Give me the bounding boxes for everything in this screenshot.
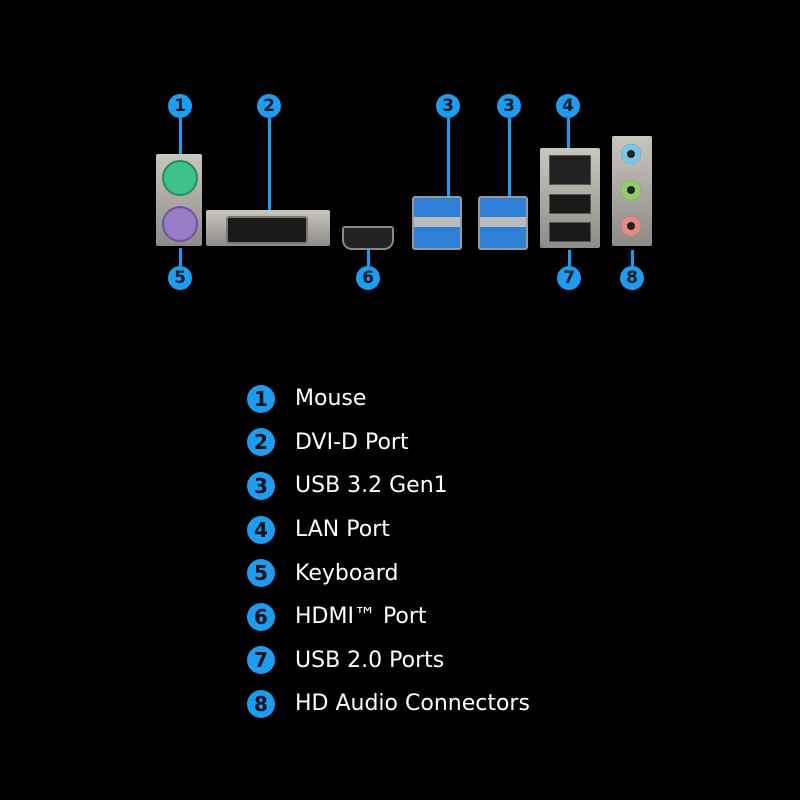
usb2-port-bottom xyxy=(549,222,591,242)
legend-item: 8 HD Audio Connectors xyxy=(247,682,530,726)
legend-label: HD Audio Connectors xyxy=(295,691,530,717)
usb3-port-stack-b xyxy=(478,196,528,250)
legend-item: 6 HDMI™ Port xyxy=(247,595,530,639)
legend-badge: 2 xyxy=(247,428,275,457)
legend-item: 2 DVI-D Port xyxy=(247,421,530,465)
legend-label: HDMI™ Port xyxy=(295,604,427,630)
callout-8: 8 xyxy=(620,266,644,290)
callout-2: 2 xyxy=(257,94,281,118)
callout-5: 5 xyxy=(168,266,192,290)
audio-line-in-jack xyxy=(621,144,641,164)
legend-label: DVI-D Port xyxy=(295,429,409,455)
callout-7: 7 xyxy=(557,266,581,290)
legend-badge: 4 xyxy=(247,515,275,544)
legend-badge: 7 xyxy=(247,646,275,675)
callout-6: 6 xyxy=(356,266,380,290)
callout-line-1 xyxy=(179,118,182,154)
legend-badge: 1 xyxy=(247,384,275,413)
audio-mic-jack xyxy=(621,216,641,236)
legend-label: USB 2.0 Ports xyxy=(295,647,445,673)
usb3-port-stack-a xyxy=(412,196,462,250)
legend-label: LAN Port xyxy=(295,517,390,543)
usb2-port-top xyxy=(549,194,591,214)
legend-badge: 5 xyxy=(247,559,275,588)
legend-label: Mouse xyxy=(295,386,367,412)
legend-badge: 3 xyxy=(247,471,275,500)
legend-item: 3 USB 3.2 Gen1 xyxy=(247,464,530,508)
callout-line-2 xyxy=(268,118,271,210)
legend-item: 7 USB 2.0 Ports xyxy=(247,639,530,683)
callout-line-3a xyxy=(447,118,450,196)
lan-port xyxy=(549,155,591,185)
legend-item: 1 Mouse xyxy=(247,377,530,421)
callout-line-4 xyxy=(567,118,570,148)
hdmi-port xyxy=(342,226,394,250)
audio-line-out-jack xyxy=(621,180,641,200)
callout-line-8 xyxy=(631,250,634,266)
legend-badge: 6 xyxy=(247,602,275,631)
callout-3a: 3 xyxy=(436,94,460,118)
legend-label: USB 3.2 Gen1 xyxy=(295,473,448,499)
ps2-mouse-port xyxy=(162,160,198,196)
callout-line-7 xyxy=(568,250,571,266)
legend-item: 5 Keyboard xyxy=(247,551,530,595)
dvi-d-port xyxy=(226,216,308,244)
callout-line-6 xyxy=(367,250,370,266)
ps2-keyboard-port xyxy=(162,206,198,242)
callout-3b: 3 xyxy=(497,94,521,118)
callout-line-5 xyxy=(179,248,182,266)
callout-1: 1 xyxy=(168,94,192,118)
legend: 1 Mouse 2 DVI-D Port 3 USB 3.2 Gen1 4 LAN Po… xyxy=(247,377,530,726)
legend-label: Keyboard xyxy=(295,560,399,586)
callout-4: 4 xyxy=(556,94,580,118)
legend-badge: 8 xyxy=(247,689,275,718)
legend-item: 4 LAN Port xyxy=(247,508,530,552)
callout-line-3b xyxy=(508,118,511,196)
